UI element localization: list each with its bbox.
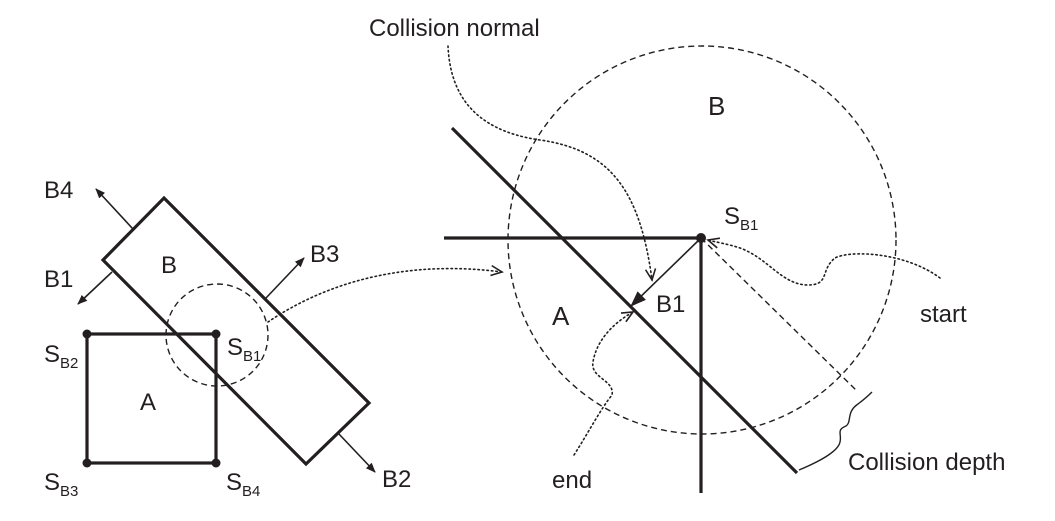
depth-line xyxy=(700,237,859,393)
overlap-circle xyxy=(165,283,269,387)
right-scene: B A B1 SB1 xyxy=(444,45,941,493)
support-sb2-label: SB2 xyxy=(44,341,78,372)
depth-brace xyxy=(798,391,873,471)
axis-b4-arrow xyxy=(95,188,134,230)
support-sb1-label: SB1 xyxy=(227,334,261,365)
zoom-sb1-label: SB1 xyxy=(724,203,758,234)
start-pointer xyxy=(706,237,941,286)
zoom-connector-arrow xyxy=(267,264,504,323)
support-point-sb2 xyxy=(82,329,92,339)
support-point-sb1 xyxy=(211,329,221,339)
collision-normal-pointer xyxy=(447,45,657,282)
left-scene: A B B4 B1 B3 B2 SB2 SB1 SB3 SB4 xyxy=(44,177,411,500)
axis-b3-label: B3 xyxy=(310,241,339,268)
box-a-shape xyxy=(85,332,218,465)
support-point-sb3 xyxy=(82,458,92,468)
end-pointer xyxy=(573,311,635,456)
normal-b1-label: B1 xyxy=(656,291,685,318)
start-label: start xyxy=(920,301,967,328)
collision-normal-label: Collision normal xyxy=(369,15,540,42)
axis-b2-arrow xyxy=(337,432,376,473)
axis-b1-arrow xyxy=(77,271,113,305)
support-sb4-label: SB4 xyxy=(226,469,260,500)
box-b-label: B xyxy=(161,252,177,279)
axis-b1-label: B1 xyxy=(44,266,73,293)
axis-b2-label: B2 xyxy=(382,466,411,493)
edge-b-diagonal xyxy=(450,126,799,475)
box-b-shape xyxy=(100,195,372,467)
axis-b4-label: B4 xyxy=(44,177,73,204)
zoom-a-label: A xyxy=(552,301,570,331)
box-a-label: A xyxy=(140,389,156,416)
support-sb3-label: SB3 xyxy=(44,469,78,500)
end-label: end xyxy=(552,467,592,494)
support-point-sb4 xyxy=(211,458,221,468)
zoom-b-label: B xyxy=(708,91,725,121)
axis-b3-arrow xyxy=(265,257,305,299)
normal-vector-b1 xyxy=(630,237,702,307)
collision-depth-label: Collision depth xyxy=(848,449,1005,476)
